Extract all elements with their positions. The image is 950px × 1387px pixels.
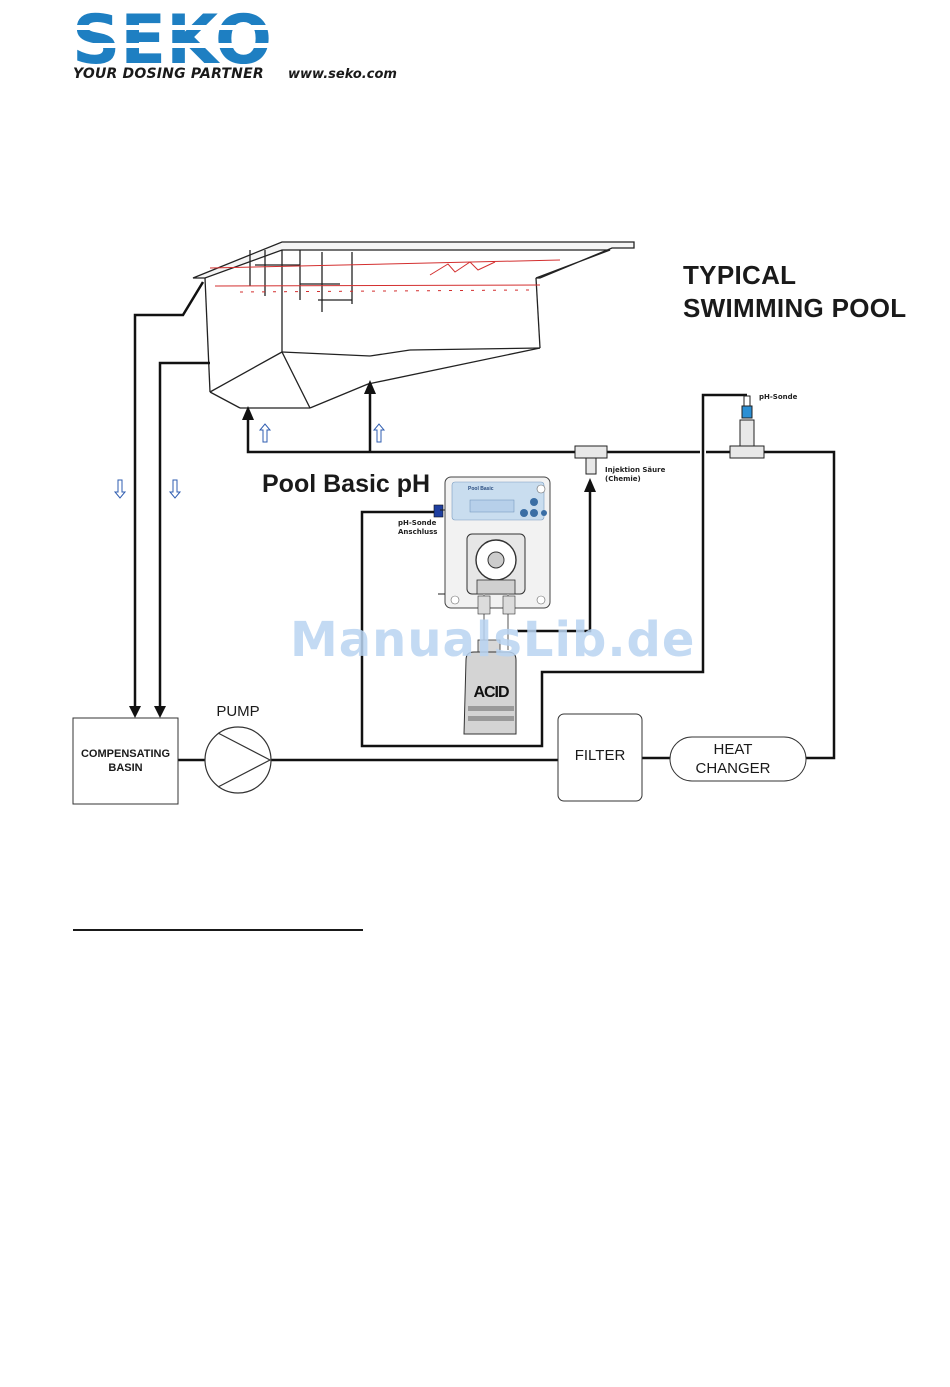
watermark: ManualsLib.de [290,612,695,668]
compensating-basin-box [73,718,178,804]
ph-sensor-label: pH-Sonde [759,393,797,402]
compensating-basin-label-line1: COMPENSATING [73,748,178,760]
injection-tee-fitting [575,446,607,474]
pump-symbol [205,727,271,793]
compensating-basin-label-line2: BASIN [73,762,178,774]
diagram-title-line2: SWIMMING POOL [683,293,906,324]
acid-label: ACID [466,684,516,702]
injection-label-line1: Injektion Säure [605,466,665,475]
horizontal-rule [73,929,363,931]
injection-label-line2: (Chemie) [605,475,641,484]
heat-changer-label-line2: CHANGER [670,760,796,777]
heat-changer-label-line1: HEAT [670,741,796,758]
product-name: Pool Basic pH [262,470,430,499]
ph-connection-label-line1: pH-Sonde [398,519,436,528]
ph-sensor-fitting [730,396,764,458]
diagram-title-line1: TYPICAL [683,260,796,291]
device-brand-label: Pool Basic [468,486,494,492]
filter-label: FILTER [558,747,642,764]
pump-label: PUMP [205,703,271,720]
ph-connection-label-line2: Anschluss [398,528,437,537]
